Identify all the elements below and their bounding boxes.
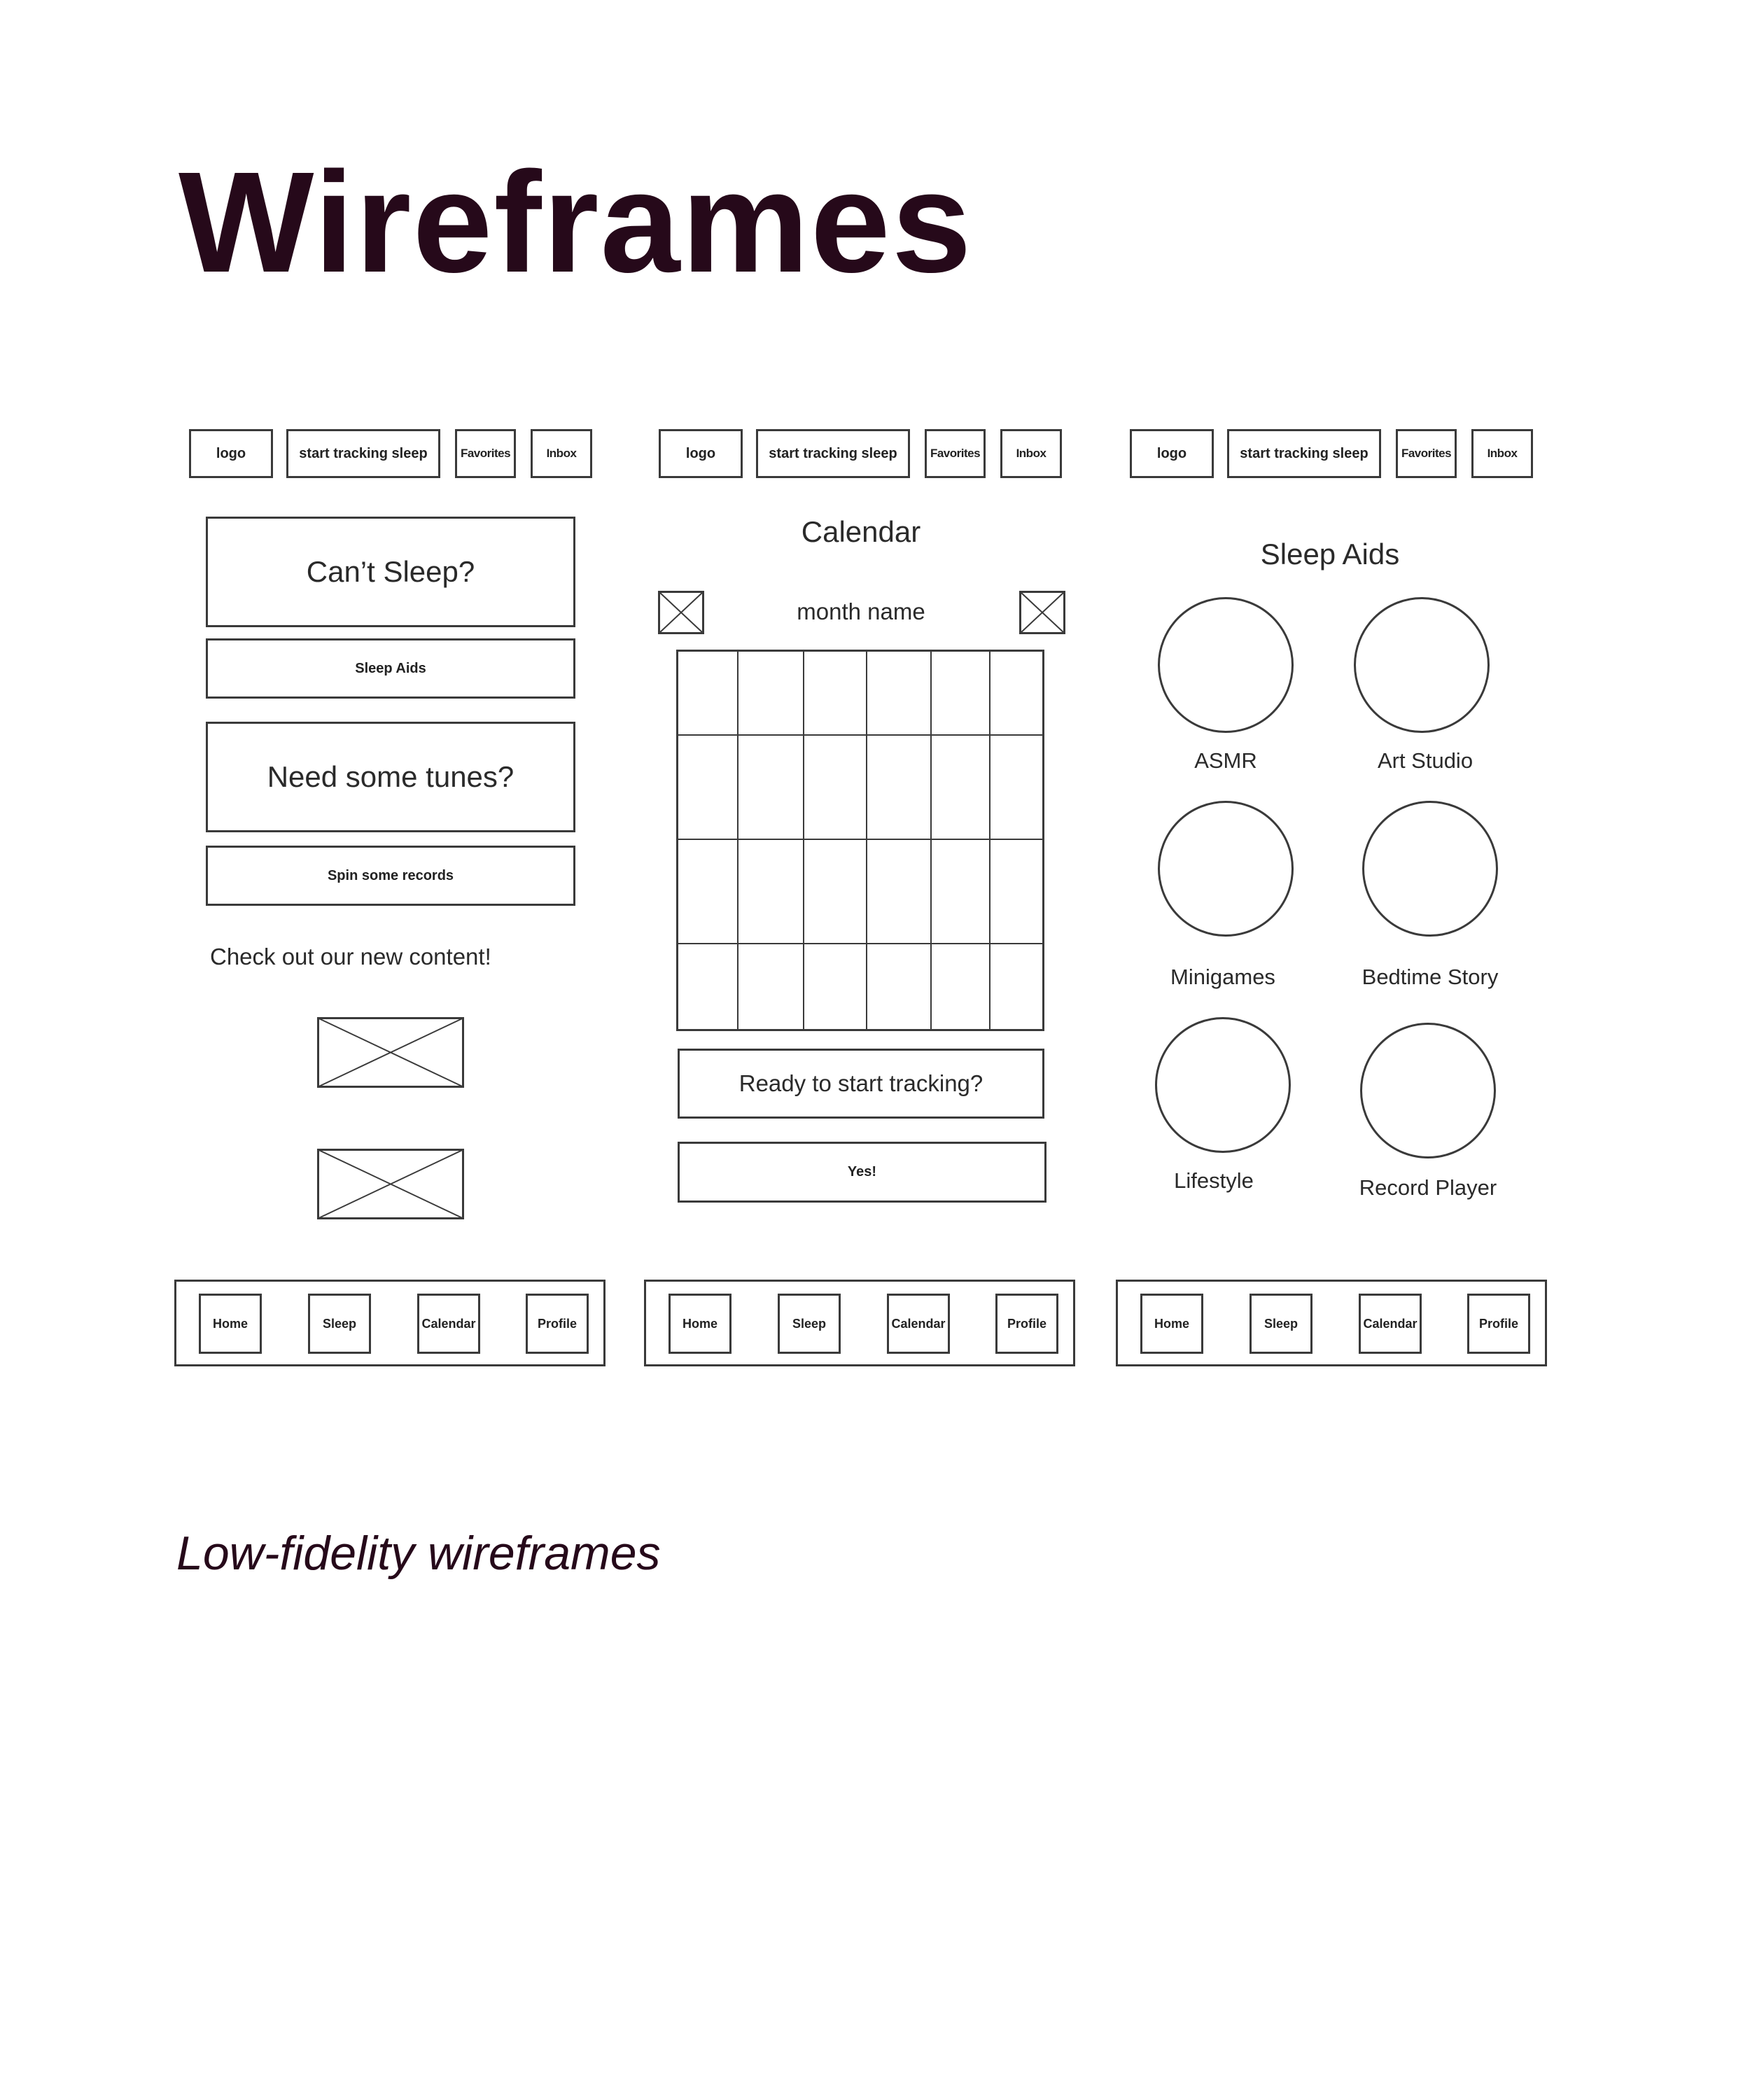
yes-button[interactable]: Yes! <box>678 1142 1046 1203</box>
header-start-tracking-button[interactable]: start tracking sleep <box>1227 429 1381 478</box>
footer-calendar-button[interactable]: Calendar <box>1359 1294 1422 1354</box>
month-name: month name <box>797 598 925 624</box>
footer-profile-button[interactable]: Profile <box>995 1294 1058 1354</box>
lifestyle-tile[interactable] <box>1155 1017 1291 1153</box>
footer-sleep-button[interactable]: Sleep <box>1250 1294 1312 1354</box>
footer-home-button[interactable]: Home <box>199 1294 262 1354</box>
calendar-grid[interactable] <box>676 650 1044 1031</box>
prev-month-icon <box>658 591 704 634</box>
header-inbox-button[interactable]: Inbox <box>1471 429 1533 478</box>
header-inbox-button[interactable]: Inbox <box>1000 429 1062 478</box>
header-start-tracking-button[interactable]: start tracking sleep <box>286 429 440 478</box>
image-placeholder-icon <box>317 1017 464 1088</box>
minigames-tile[interactable] <box>1158 801 1294 937</box>
image-placeholder-icon <box>317 1149 464 1219</box>
header-favorites-button[interactable]: Favorites <box>1396 429 1457 478</box>
minigames-label: Minigames <box>1170 965 1275 989</box>
bedtime-story-label: Bedtime Story <box>1362 965 1499 989</box>
prev-month-button[interactable] <box>658 591 704 634</box>
next-month-icon <box>1019 591 1065 634</box>
calendar-grid-lines <box>676 650 1044 1031</box>
asmr-label: ASMR <box>1194 748 1257 773</box>
header-logo[interactable]: logo <box>659 429 743 478</box>
page-caption: Low-fidelity wireframes <box>176 1527 661 1580</box>
art-studio-tile[interactable] <box>1354 597 1490 733</box>
new-content-heading: Check out our new content! <box>210 944 491 969</box>
spin-records-button[interactable]: Spin some records <box>206 846 575 906</box>
header-start-tracking-button[interactable]: start tracking sleep <box>756 429 910 478</box>
footer-calendar-button[interactable]: Calendar <box>417 1294 480 1354</box>
footer-home-button[interactable]: Home <box>1140 1294 1203 1354</box>
next-month-button[interactable] <box>1019 591 1065 634</box>
header-favorites-button[interactable]: Favorites <box>925 429 986 478</box>
record-player-label: Record Player <box>1359 1175 1497 1200</box>
page-title: Wireframes <box>178 142 973 302</box>
footer-calendar-button[interactable]: Calendar <box>887 1294 950 1354</box>
cant-sleep-banner: Can’t Sleep? <box>206 517 575 627</box>
asmr-tile[interactable] <box>1158 597 1294 733</box>
header-favorites-button[interactable]: Favorites <box>455 429 516 478</box>
sleep-aids-button[interactable]: Sleep Aids <box>206 638 575 699</box>
footer-sleep-button[interactable]: Sleep <box>778 1294 841 1354</box>
bedtime-story-tile[interactable] <box>1362 801 1498 937</box>
content-image-placeholder[interactable] <box>317 1149 464 1219</box>
record-player-tile[interactable] <box>1360 1023 1496 1158</box>
need-tunes-banner: Need some tunes? <box>206 722 575 832</box>
header-logo[interactable]: logo <box>1130 429 1214 478</box>
calendar-title: Calendar <box>801 515 921 548</box>
lifestyle-label: Lifestyle <box>1174 1168 1254 1193</box>
header-inbox-button[interactable]: Inbox <box>531 429 592 478</box>
footer-profile-button[interactable]: Profile <box>526 1294 589 1354</box>
sleep-aids-title: Sleep Aids <box>1260 538 1400 570</box>
footer-profile-button[interactable]: Profile <box>1467 1294 1530 1354</box>
art-studio-label: Art Studio <box>1377 748 1474 773</box>
header-logo[interactable]: logo <box>189 429 273 478</box>
content-image-placeholder[interactable] <box>317 1017 464 1088</box>
ready-tracking-banner: Ready to start tracking? <box>678 1049 1044 1119</box>
footer-home-button[interactable]: Home <box>668 1294 732 1354</box>
footer-sleep-button[interactable]: Sleep <box>308 1294 371 1354</box>
